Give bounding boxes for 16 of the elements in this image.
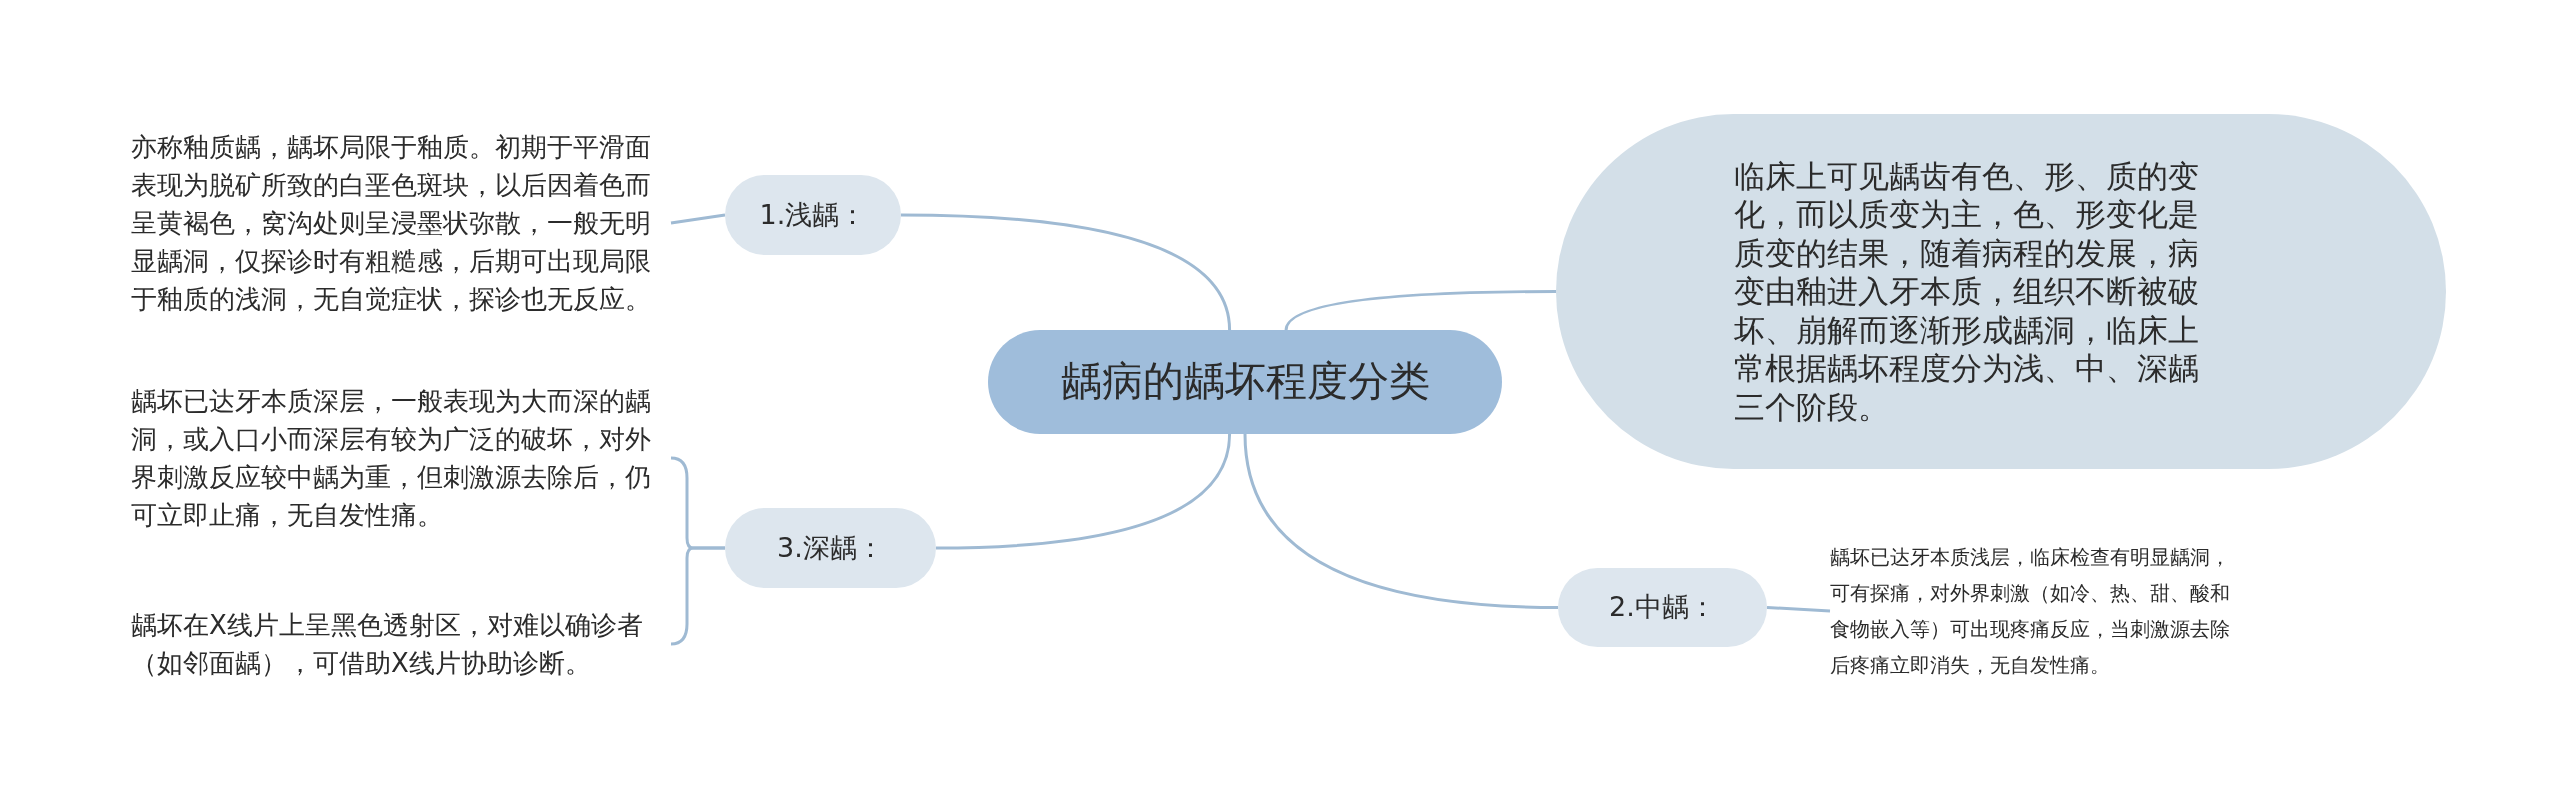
note-text: 龋坏在X线片上呈黑色透射区，对难以确诊者（如邻面龋），可借助X线片协助诊断。 [131,606,671,682]
connector-line [1243,433,1559,609]
connector-line [670,213,726,225]
connector-line [935,433,1232,550]
topic-label: 1.浅龋： [759,198,867,232]
connector-line [900,213,1232,331]
note-text: 龋坏已达牙本质深层，一般表现为大而深的龋洞，或入口小而深层有较为广泛的破坏，对外界刺激反应较中龋为重，但刺激源去除后，仍可立即止痛，无自发性痛。 [131,382,671,534]
connector-line [1766,606,1831,613]
connector-line [670,546,725,646]
topic-label: 临床上可见龋齿有色、形、质的变化，而以质变为主，色、形变化是质变的结果，随着病程的发展，病变由釉进入牙本质，组织不断被破坏、崩解而逐渐形成龋洞，临床上常根据龋坏程度分为浅、中、深龋三个阶段。 [1734,156,2200,427]
connector-line [1284,290,1556,331]
topic-label: 2.中龋： [1609,591,1716,624]
topic-label: 龋病的龋坏程度分类 [1060,357,1430,407]
topic-label: 3.深龋： [777,531,884,565]
note-text: 龋坏已达牙本质浅层，临床检查有明显龋洞，可有探痛，对外界刺激（如冷、热、甜、酸和食物嵌入等）可出现疼痛反应，当刺激源去除后疼痛立即消失，无自发性痛。 [1830,539,2240,683]
note-text: 亦称釉质龋，龋坏局限于釉质。初期于平滑面表现为脱矿所致的白垩色斑块，以后因着色而呈黄褐色，窝沟处则呈浸墨状弥散，一般无明显龋洞，仅探诊时有粗糙感，后期可出现局限于釉质的浅洞，无自觉症状，探诊也无反应。 [131,128,671,318]
